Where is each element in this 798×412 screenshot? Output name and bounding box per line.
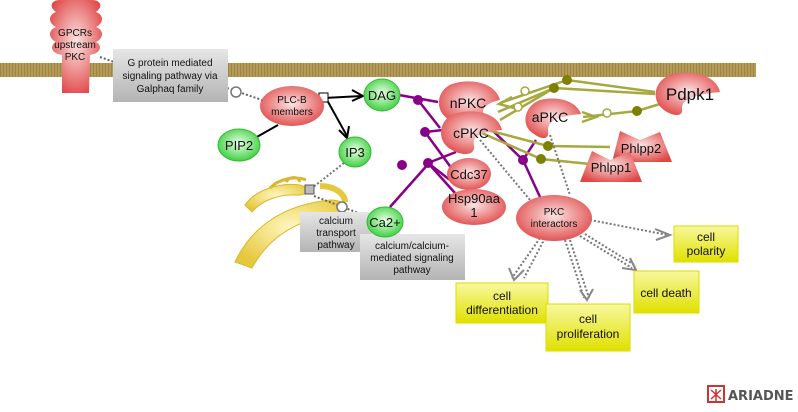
node-pdpk1[interactable]: Pdpk1 bbox=[655, 72, 720, 115]
label: cell bbox=[493, 289, 511, 303]
node-cpkc[interactable]: cPKC bbox=[440, 111, 502, 155]
label: aPKC bbox=[532, 109, 569, 125]
label: differentiation bbox=[466, 303, 538, 317]
regulation-edges bbox=[479, 134, 669, 299]
node-phlpp1[interactable]: Phlpp1 bbox=[580, 151, 642, 182]
label: PIP2 bbox=[225, 138, 253, 153]
label: mediated signaling bbox=[370, 253, 453, 264]
label: upstream bbox=[54, 40, 96, 51]
label: Phlpp1 bbox=[591, 160, 631, 175]
edges bbox=[99, 56, 673, 302]
label: cell bbox=[579, 312, 597, 326]
label: nPKC bbox=[450, 95, 487, 111]
node-pip2[interactable]: PIP2 bbox=[217, 128, 261, 162]
ariadne-logo: ARIADNE bbox=[707, 385, 794, 404]
label: transport bbox=[316, 228, 356, 239]
node-cdc37[interactable]: Cdc37 bbox=[447, 158, 491, 190]
label: cell bbox=[697, 230, 715, 244]
label: G protein mediated bbox=[127, 58, 212, 69]
label: calcium/calcium- bbox=[375, 241, 449, 252]
node-ca2[interactable]: Ca2+ bbox=[366, 206, 404, 238]
label: calcium bbox=[319, 216, 353, 227]
label: members bbox=[271, 107, 313, 118]
label: pathway bbox=[393, 265, 430, 276]
label: interactors bbox=[531, 219, 578, 230]
label: Pdpk1 bbox=[666, 85, 714, 104]
label: pathway bbox=[317, 240, 354, 251]
label: proliferation bbox=[557, 327, 620, 341]
logo-text: ARIADNE bbox=[728, 389, 794, 404]
node-dag[interactable]: DAG bbox=[363, 78, 401, 112]
label: PKC bbox=[65, 52, 86, 63]
svg-text:calcium/calcium-mediated signa: calcium/calcium-mediated signalingpathwa… bbox=[370, 241, 453, 276]
label: 1 bbox=[470, 205, 477, 220]
label: Phlpp2 bbox=[621, 141, 661, 156]
node-apkc[interactable]: aPKC bbox=[525, 98, 581, 139]
label: signaling pathway via bbox=[122, 71, 217, 82]
label: polarity bbox=[687, 244, 726, 258]
label: Cdc37 bbox=[450, 167, 488, 182]
label: PLC-B bbox=[277, 95, 307, 106]
label: Galphaq family bbox=[137, 84, 204, 95]
node-npkc[interactable]: nPKC bbox=[438, 81, 500, 125]
label: DAG bbox=[368, 88, 396, 103]
node-ip3[interactable]: IP3 bbox=[338, 136, 372, 168]
label: Ca2+ bbox=[369, 215, 400, 230]
node-cell-death[interactable]: cell death bbox=[633, 270, 700, 314]
label: IP3 bbox=[345, 145, 365, 160]
label: cell death bbox=[640, 286, 691, 300]
label: PKC bbox=[544, 207, 565, 218]
label: cPKC bbox=[453, 125, 489, 141]
label: Hsp90aa bbox=[448, 191, 501, 206]
label: GPCRs bbox=[58, 28, 92, 39]
